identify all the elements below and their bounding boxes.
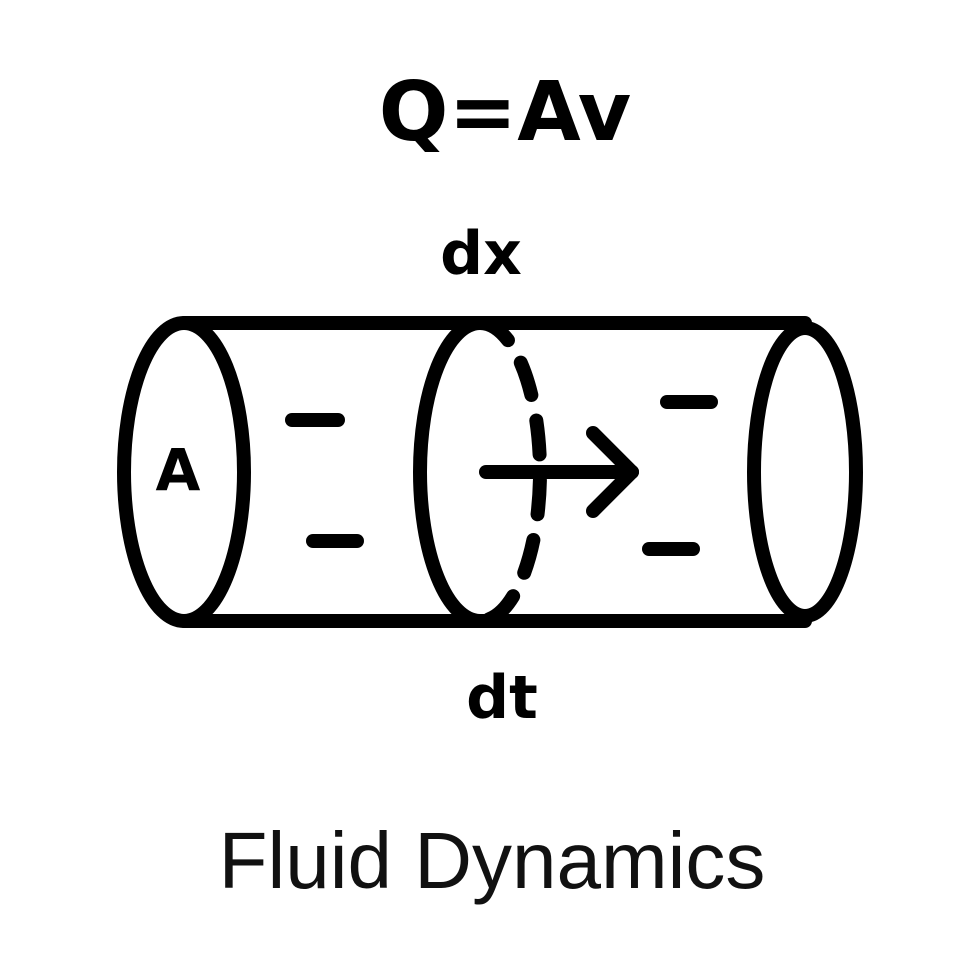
caption: Fluid Dynamics <box>219 816 766 905</box>
cylinder-left-face <box>117 316 251 628</box>
cylinder-right-face <box>747 321 863 623</box>
cylinder-middle-section <box>413 316 487 628</box>
area-label: A <box>156 436 201 504</box>
formula-text: Q=Av <box>379 65 631 160</box>
dt-label: dt <box>466 663 538 733</box>
dx-label: dx <box>440 219 522 289</box>
arrow-right-icon <box>479 426 639 518</box>
cylinder-middle-dashed <box>473 316 547 628</box>
